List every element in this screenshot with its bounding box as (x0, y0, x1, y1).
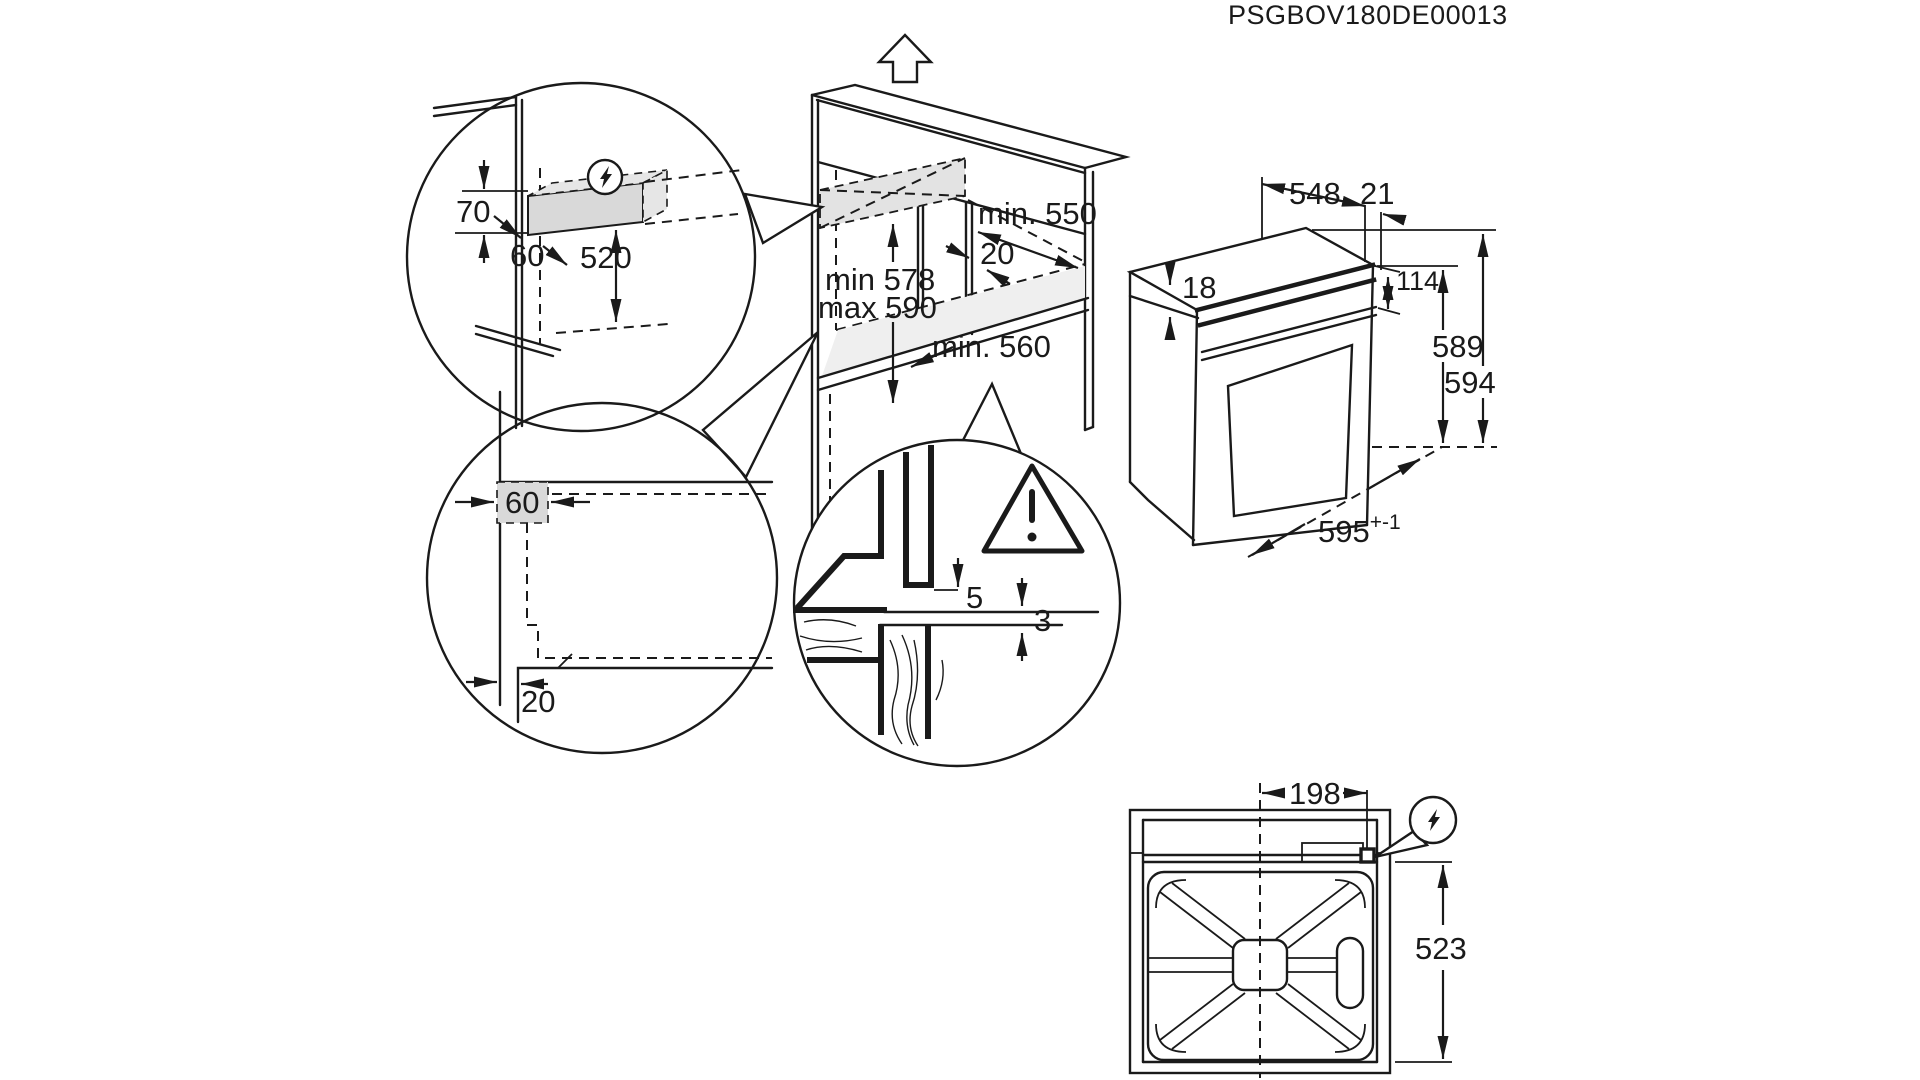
svg-text:594: 594 (1444, 365, 1496, 400)
svg-text:114: 114 (1396, 266, 1439, 296)
arrow-up-icon (876, 33, 934, 84)
terminal-box (1301, 842, 1364, 863)
dim-oven-589: 589 (1432, 270, 1484, 443)
product-code: PSGBOV180DE00013 (1228, 0, 1508, 30)
svg-text:20: 20 (980, 236, 1014, 271)
dim-detail-520: 520 (555, 230, 669, 334)
svg-text:198: 198 (1289, 776, 1341, 811)
svg-text:60: 60 (510, 238, 544, 273)
dim-oven-trim: 18 (1164, 262, 1216, 340)
svg-text:523: 523 (1415, 931, 1467, 966)
dim-niche-depth: min. 550 (977, 196, 1097, 270)
power-connection-icon-rear (1374, 795, 1458, 859)
power-connection-icon (586, 158, 624, 196)
recess-60-zone (496, 481, 549, 524)
dim-detail2-60: 60 (455, 485, 590, 520)
svg-text:18: 18 (1182, 270, 1216, 305)
dim-detail-60: 60 (493, 215, 568, 273)
dim-oven-594: 594 (1444, 234, 1496, 443)
dim-niche-width: min. 560 (910, 329, 1051, 368)
oven-rear-view: 198 523 (1128, 776, 1467, 1078)
niche-floor (822, 266, 1085, 376)
warning-triangle-icon (981, 463, 1085, 554)
oven-drawing: 548 21 18 114 589 594 (1126, 176, 1497, 558)
svg-text:max 590: max 590 (818, 290, 937, 325)
dim-rear-offset: 198 (1262, 776, 1368, 848)
dim-rear-height: 523 (1395, 861, 1467, 1063)
detail-bottom-left: 60 20 (425, 390, 779, 755)
svg-text:min. 550: min. 550 (978, 196, 1097, 231)
svg-text:70: 70 (456, 194, 490, 229)
svg-text:21: 21 (1360, 176, 1394, 211)
svg-text:595+-1: 595+-1 (1318, 511, 1401, 549)
terminal-connector (1359, 847, 1376, 864)
svg-text:60: 60 (505, 485, 539, 520)
dim-gap-3: 3 (1016, 578, 1051, 661)
dim-rear-gap: 20 (945, 236, 1014, 287)
dim-oven-panel: 114 (1374, 265, 1439, 315)
svg-text:min. 560: min. 560 (932, 329, 1051, 364)
detail-top-left: 70 60 520 (405, 81, 757, 433)
svg-text:min 578: min 578 (825, 262, 935, 297)
svg-text:3: 3 (1034, 603, 1051, 638)
dim-niche-height: min 578 max 590 (818, 224, 937, 403)
dim-oven-depth: 548 21 (1261, 176, 1407, 270)
svg-text:589: 589 (1432, 329, 1484, 364)
svg-text:520: 520 (580, 240, 632, 275)
dim-gap-5: 5 (934, 558, 983, 615)
detail-worktop-gap: 5 3 (792, 438, 1122, 768)
svg-text:20: 20 (521, 684, 555, 719)
dim-detail2-20: 20 (466, 676, 555, 719)
svg-text:548: 548 (1289, 176, 1341, 211)
dim-oven-width: 595+-1 (1247, 446, 1443, 558)
svg-text:5: 5 (966, 580, 983, 615)
callout-wedge-top (743, 192, 826, 245)
